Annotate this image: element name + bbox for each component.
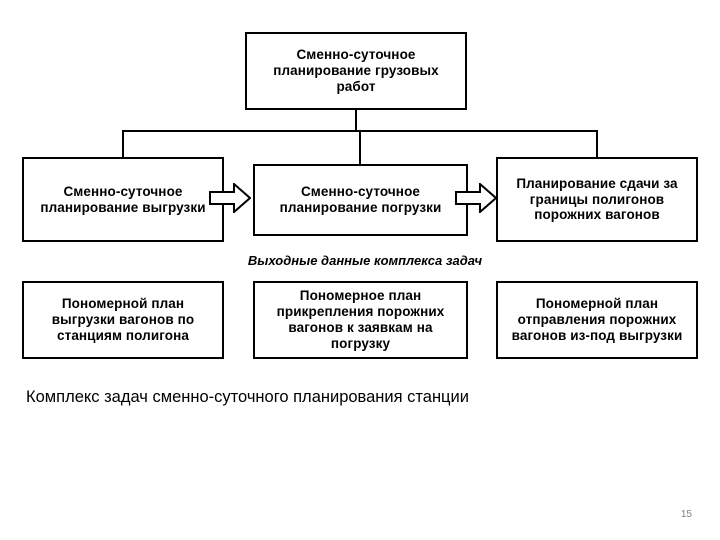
node-label: Планирование сдачи за границы полигонов … xyxy=(516,175,678,223)
block-arrow-right-icon-1 xyxy=(209,183,251,213)
page-title: Комплекс задач сменно-суточного планиров… xyxy=(26,388,469,406)
node-planning-delivery-empty-wagons: Планирование сдачи за границы полигонов … xyxy=(496,157,698,242)
node-output-unloading-plan: Пономерной план выгрузки вагонов по стан… xyxy=(22,281,224,359)
node-shift-daily-planning-loading: Сменно-суточное планирование погрузки xyxy=(253,164,468,236)
node-output-empty-wagon-attachment-plan: Пономерное план прикрепления порожних ва… xyxy=(253,281,468,359)
node-label: Пономерной план выгрузки вагонов по стан… xyxy=(51,296,195,343)
node-label: Пономерное план прикрепления порожних ва… xyxy=(276,288,445,351)
node-label: Сменно-суточное планирование грузовых ра… xyxy=(273,47,439,94)
connector-line-middle-branch xyxy=(359,130,361,164)
node-label: Сменно-суточное планирование выгрузки xyxy=(40,183,206,215)
node-label: Сменно-суточное планирование погрузки xyxy=(279,184,442,215)
connector-line-right-branch xyxy=(596,130,598,157)
connector-line-left-branch xyxy=(122,130,124,157)
block-arrow-right-icon-2 xyxy=(455,183,497,213)
node-shift-daily-planning-unloading: Сменно-суточное планирование выгрузки xyxy=(22,157,224,242)
node-output-empty-wagon-dispatch-plan: Пономерной план отправления порожних ваг… xyxy=(496,281,698,359)
page-number: 15 xyxy=(680,509,692,520)
diagram-section-caption: Выходные данные комплекса задач xyxy=(247,253,483,268)
connector-line-top-vertical xyxy=(355,110,357,131)
node-label: Пономерной план отправления порожних ваг… xyxy=(511,296,683,343)
node-shift-daily-planning-freight-work: Сменно-суточное планирование грузовых ра… xyxy=(245,32,467,110)
